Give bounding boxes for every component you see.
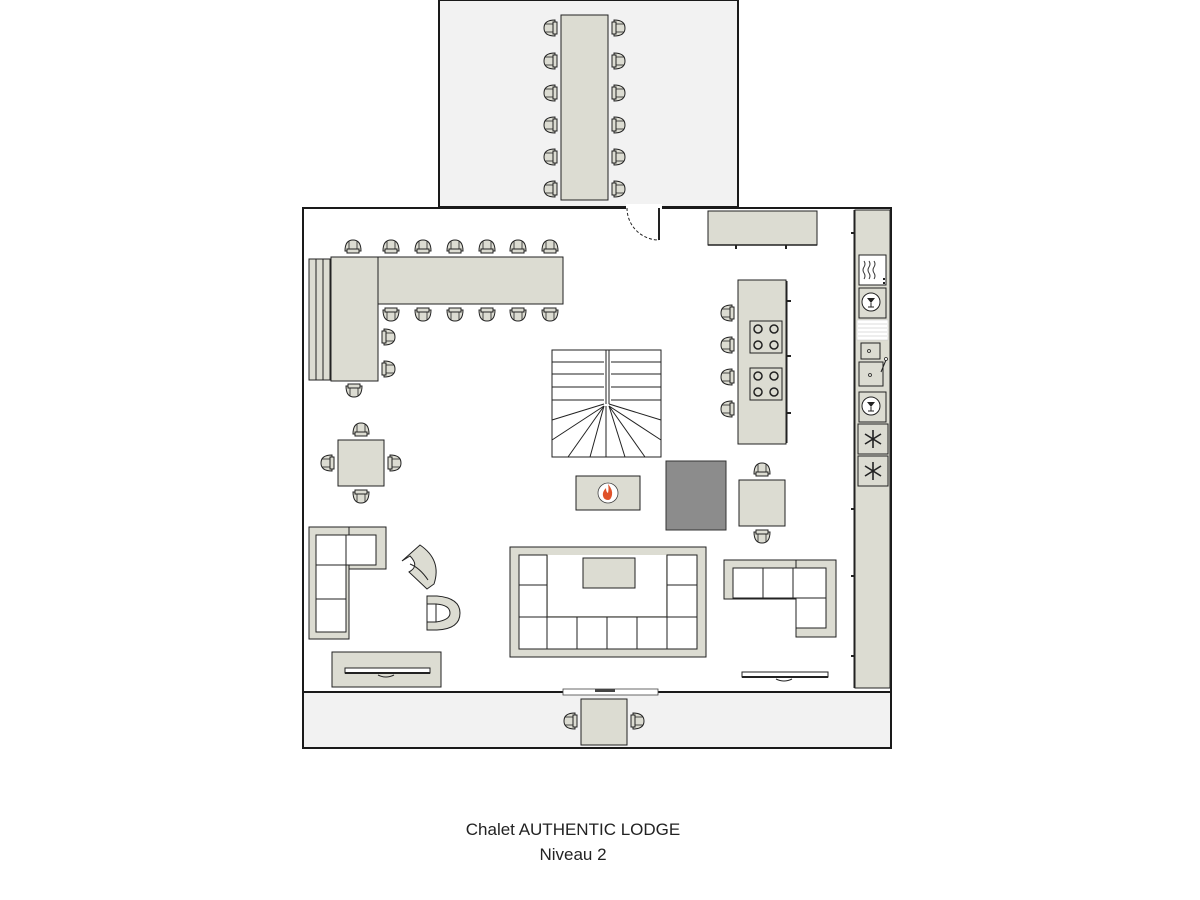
armchair-2	[426, 595, 461, 631]
coffee-table	[582, 557, 636, 589]
sofa-right	[723, 559, 837, 638]
hob-icon	[749, 320, 783, 354]
dining-room-upper	[438, 0, 739, 208]
oven-icon	[858, 254, 887, 286]
wine-glass-icon	[858, 391, 887, 423]
plan-level: Niveau 2	[539, 845, 607, 864]
door-dining	[626, 204, 662, 241]
long-dining-table	[560, 14, 609, 201]
kitchen-island	[720, 279, 791, 445]
top-counter	[707, 210, 818, 249]
armchair-1	[401, 544, 437, 590]
balcony-table	[580, 698, 628, 746]
bar-counter	[308, 256, 564, 382]
square-table-left	[320, 422, 402, 504]
fireplace	[575, 475, 641, 511]
wine-glass-icon	[858, 287, 887, 319]
square-table-right	[738, 462, 786, 544]
drying-rack	[856, 319, 889, 341]
sofa-center	[509, 546, 707, 658]
hob-icon	[749, 367, 783, 401]
sofa-left	[308, 526, 387, 640]
snowflake-icon	[857, 423, 889, 455]
kitchen-wall-counter	[851, 209, 891, 689]
plan-title: Chalet AUTHENTIC LODGE	[465, 820, 681, 839]
balcony	[302, 688, 892, 749]
staircase	[551, 349, 662, 458]
tv-unit-left	[331, 651, 442, 688]
snowflake-icon	[857, 455, 889, 487]
sink-icon	[858, 342, 888, 387]
dark-block	[665, 460, 727, 531]
fire-icon	[597, 482, 619, 504]
tv-right	[741, 671, 829, 682]
